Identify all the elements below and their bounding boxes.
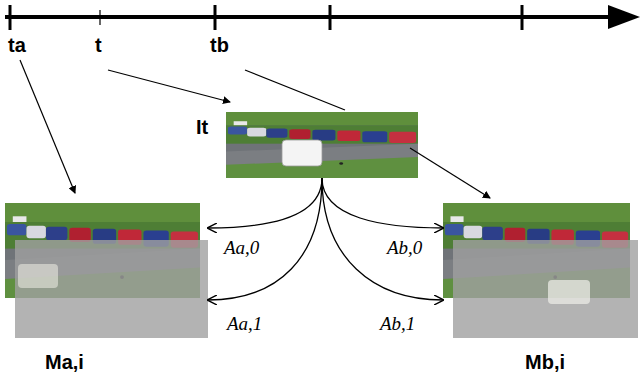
time-label: tb [210, 34, 229, 56]
transform-label: Aa,0 [222, 238, 261, 259]
time-label: ta [8, 34, 26, 56]
image-label: It [196, 116, 208, 138]
image-label: Mb,i [525, 351, 565, 373]
transform-arrow [322, 178, 443, 228]
mosaic-b: Mb,i [443, 203, 638, 338]
transform-label: Ab,0 [385, 238, 424, 259]
transform-label: Ab,1 [378, 314, 417, 335]
transform-arrow [208, 178, 322, 300]
current-frame: It [226, 112, 418, 178]
time-label: t [95, 34, 102, 56]
mosaic-a: Ma,i [5, 203, 208, 338]
transform-arrow [322, 178, 443, 300]
transform-label: Aa,1 [225, 314, 264, 335]
transform-arrow [208, 178, 322, 228]
image-label: Ma,i [45, 351, 84, 373]
